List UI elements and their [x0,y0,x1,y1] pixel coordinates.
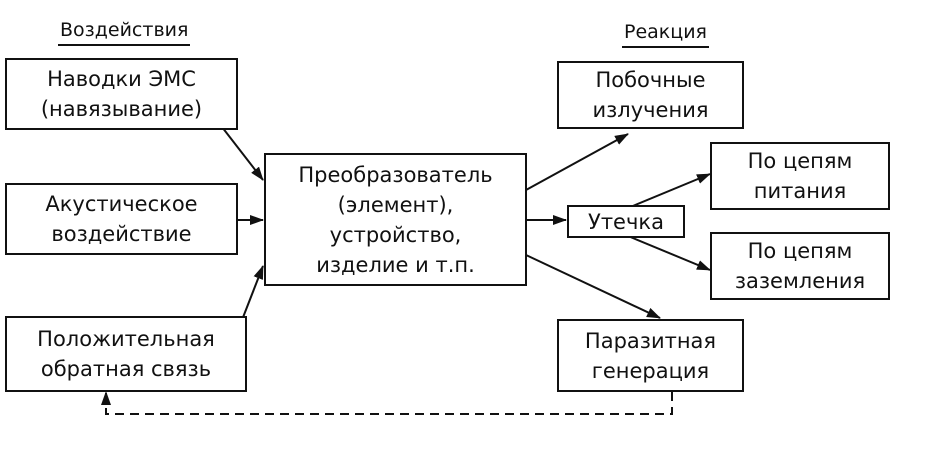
header-reaction: Реакция [622,20,709,48]
arrow-leakage-to-power [627,173,711,209]
dashed-feedback-loop [101,391,673,415]
box-acoustic-impact: Акустическое воздействие [5,183,238,255]
box-side-emissions: Побочные излучения [557,61,744,129]
box-converter: Преобразователь (элемент), устройство, и… [264,153,527,286]
box-positive-feedback: Положительная обратная связь [5,316,247,392]
arrow-converter-to-parasitic [525,254,661,319]
arrow-feedback-to-converter [241,265,264,321]
box-power-circuits: По цепям питания [710,142,890,210]
box-ems-interference: Наводки ЭМС (навязывание) [5,58,238,130]
box-ground-circuits: По цепям заземления [710,232,890,300]
box-parasitic-generation: Паразитная генерация [557,319,744,392]
header-impacts: Воздействия [58,18,191,46]
box-leakage: Утечка [567,205,685,238]
arrow-leakage-to-ground [627,235,711,271]
arrow-ems-to-converter [221,126,264,181]
arrow-converter-to-emissions [525,133,629,191]
